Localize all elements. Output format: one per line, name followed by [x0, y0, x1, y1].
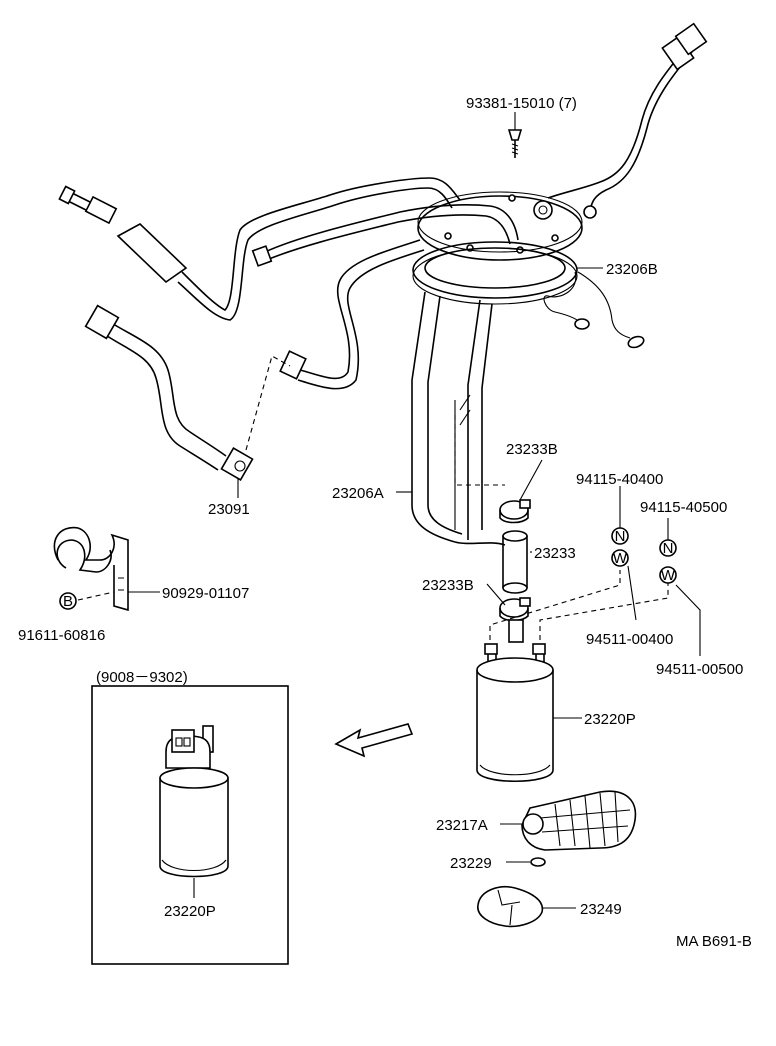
ring-icon	[530, 857, 546, 867]
label-cushion: 23249	[580, 901, 622, 918]
wiring-harness	[543, 22, 708, 349]
label-hose-pump: 23233	[534, 545, 576, 562]
fuel-pipes	[58, 177, 519, 390]
label-screw: 93381-15010 (7)	[466, 95, 577, 112]
fuel-filter	[521, 790, 637, 851]
hose-23233	[502, 530, 528, 594]
label-hose-small: 23091	[208, 501, 250, 518]
bolt-icon: B	[59, 592, 77, 610]
washer-w-icon: W	[613, 550, 628, 567]
label-bracket: 23206A	[332, 485, 384, 502]
cushion-icon	[477, 886, 544, 928]
part-labels: 93381-15010 (7) 23206B 23091 23206A 2323…	[18, 95, 752, 950]
clamp-upper-icon	[499, 499, 531, 524]
bolt-b-symbol: B	[63, 593, 73, 610]
label-clamp-upper: 23233B	[506, 441, 558, 458]
fuel-pump-main	[476, 619, 554, 782]
hose-23091	[84, 304, 254, 481]
label-nut-b: 94115-40500	[640, 499, 727, 516]
nut-washer-b: N W	[659, 539, 677, 584]
label-nut-a: 94115-40400	[576, 471, 663, 488]
gasket-ring	[412, 241, 578, 305]
label-filter: 23217A	[436, 817, 488, 834]
label-figure-code: MA B691-B	[676, 933, 752, 950]
label-bolt: 91611-60816	[18, 627, 105, 644]
label-pump: 23220P	[584, 711, 636, 728]
leader-lines	[128, 112, 701, 909]
nut-washer-a: N W	[611, 527, 629, 567]
screw-icon	[507, 129, 523, 158]
clamp-lower-icon	[499, 597, 531, 622]
label-inset-pump: 23220P	[164, 903, 216, 920]
washer-w-icon: W	[661, 567, 676, 584]
label-clamp-lower: 23233B	[422, 577, 474, 594]
bracket-channel	[411, 291, 506, 546]
inset-fuel-pump	[159, 725, 229, 878]
label-washer-a: 94511-00400	[586, 631, 673, 648]
inset-box	[91, 685, 289, 965]
label-gasket: 23206B	[606, 261, 658, 278]
nut-n-icon: N	[615, 528, 626, 545]
nut-n-icon: N	[663, 540, 674, 557]
label-ring: 23229	[450, 855, 492, 872]
pump-flange	[417, 191, 583, 261]
clamp-bracket	[53, 526, 129, 612]
label-inset-range: (9008－9302)	[96, 669, 188, 686]
label-washer-b: 94511-00500	[656, 661, 743, 678]
arrow-icon	[334, 723, 414, 758]
label-clamp-part: 90929-01107	[162, 585, 249, 602]
